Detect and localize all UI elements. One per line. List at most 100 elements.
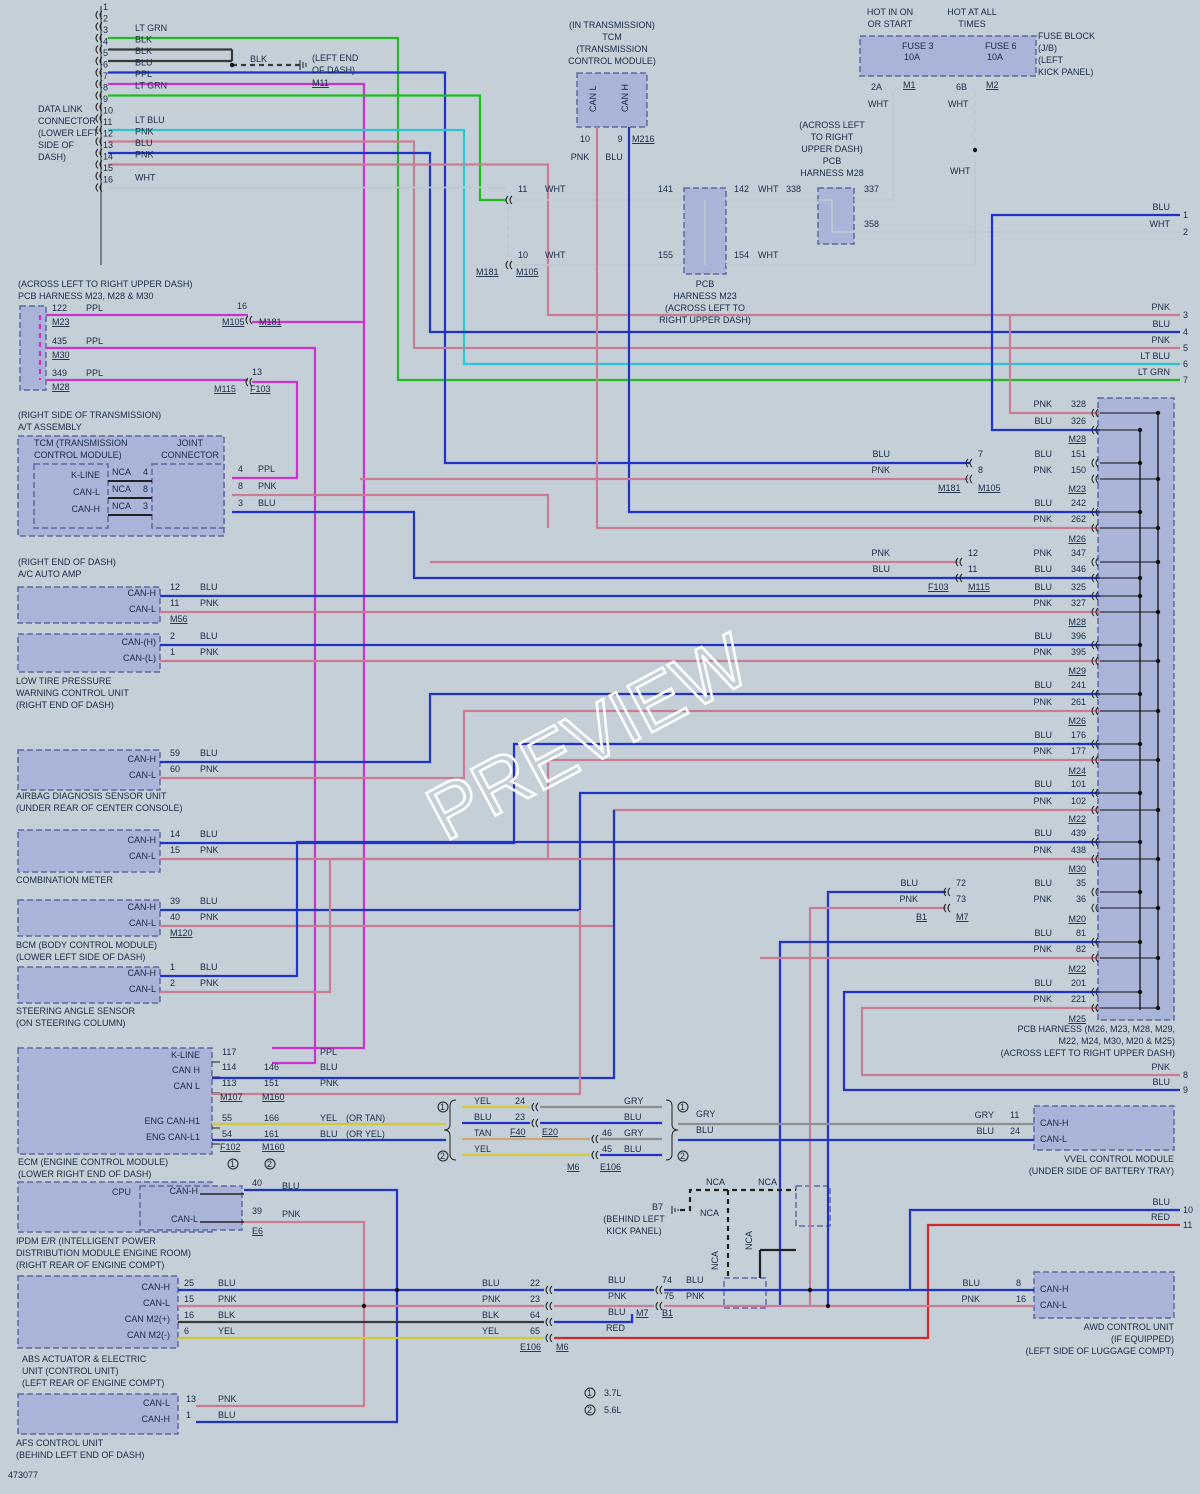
connector-symbol bbox=[545, 1317, 553, 1327]
ecm-signal: ENG CAN-L1 bbox=[146, 1132, 200, 1142]
fuse-hot-label: HOT AT ALL bbox=[947, 7, 997, 17]
dlc-pin-number: 13 bbox=[103, 140, 113, 150]
wire-color: PPL bbox=[258, 464, 275, 474]
wire-color: BLU bbox=[258, 498, 276, 508]
wire-color: PNK bbox=[258, 481, 277, 491]
module-title: BCM (BODY CONTROL MODULE) bbox=[16, 940, 157, 950]
tcm-at-title: A/T ASSEMBLY bbox=[18, 422, 82, 432]
pcb-pin-connector bbox=[1091, 987, 1099, 997]
pcb-wire-color: PNK bbox=[1033, 944, 1052, 954]
vvel-signal: CAN-H bbox=[1040, 1118, 1069, 1128]
dlc-pin-connector bbox=[95, 160, 103, 169]
nca-connector-box bbox=[723, 1277, 767, 1309]
wire-color: YEL bbox=[482, 1326, 499, 1336]
pin-number: 6B bbox=[956, 82, 967, 92]
ipdm-title: DISTRIBUTION MODULE ENGINE ROOM) bbox=[16, 1248, 191, 1258]
wire-color: BLU bbox=[605, 152, 623, 162]
pcb-pin: 261 bbox=[1071, 697, 1086, 707]
wire-color: PNK bbox=[320, 1078, 339, 1088]
wire-color: WHT bbox=[950, 166, 971, 176]
dlc-pin-connector bbox=[95, 114, 103, 123]
connector-ref: M28 bbox=[52, 382, 70, 392]
wire-color: PNK bbox=[200, 647, 219, 657]
pcb-wire-color: BLU bbox=[1034, 680, 1052, 690]
connector-ref: M6 bbox=[556, 1342, 569, 1352]
wire-color: PPL bbox=[86, 303, 103, 313]
variant-2-icon bbox=[677, 1150, 689, 1162]
pcb-wire-color: PNK bbox=[1033, 598, 1052, 608]
pcb-pin-connector bbox=[1091, 474, 1099, 484]
pin-number: 4 bbox=[143, 467, 148, 477]
connector-ref: F40 bbox=[510, 1127, 526, 1137]
module-title: (RIGHT END OF DASH) bbox=[18, 557, 116, 567]
wire-color: WHT bbox=[545, 250, 566, 260]
pcb-wire-color: BLU bbox=[1034, 928, 1052, 938]
wire-color: WHT bbox=[758, 184, 779, 194]
abs-box bbox=[17, 1275, 179, 1349]
pin-number: 337 bbox=[864, 184, 879, 194]
pin-number: 59 bbox=[170, 748, 180, 758]
pcb-pin: 242 bbox=[1071, 498, 1086, 508]
pcb-pin: 395 bbox=[1071, 647, 1086, 657]
dlc-pin-number: 1 bbox=[103, 2, 108, 12]
pcb-pin-connector bbox=[1091, 425, 1099, 435]
ground-location: (LEFT END bbox=[312, 53, 359, 63]
pin-number: 54 bbox=[222, 1129, 232, 1139]
dlc-pin-connector bbox=[95, 148, 103, 158]
ecm-signal: ENG CAN-H1 bbox=[144, 1116, 200, 1126]
splice-pin: 46 bbox=[602, 1128, 612, 1138]
pcb-pin: 176 bbox=[1071, 730, 1086, 740]
splice-dot bbox=[1155, 905, 1161, 911]
wire-color: PPL bbox=[86, 368, 103, 378]
wire-color: BLU bbox=[624, 1112, 642, 1122]
splice-dot bbox=[1155, 410, 1161, 416]
connector-ref: F102 bbox=[220, 1142, 241, 1152]
module-title: A/C AUTO AMP bbox=[18, 569, 81, 579]
wire-color: BLU bbox=[320, 1129, 338, 1139]
connector-ref: M120 bbox=[170, 928, 193, 938]
connector-ref: M181 bbox=[938, 483, 961, 493]
splice-dot bbox=[1155, 476, 1161, 482]
connector-symbol bbox=[955, 573, 963, 583]
bcm-can-h bbox=[160, 791, 1100, 912]
pcb-harness-title: (ACROSS LEFT TO RIGHT UPPER DASH) bbox=[1001, 1048, 1175, 1058]
splice-pin: 13 bbox=[252, 367, 262, 377]
dlc-pin-connector bbox=[95, 56, 103, 66]
dlc-pin11-wire bbox=[108, 128, 1180, 366]
wire-note: (OR YEL) bbox=[346, 1129, 385, 1139]
pcb-pin: 327 bbox=[1071, 598, 1086, 608]
dlc-pin-number: 9 bbox=[103, 94, 108, 104]
pcb-pin-connector bbox=[1091, 788, 1099, 798]
module-box-5 bbox=[17, 966, 161, 1004]
wire-color: BLU bbox=[218, 1278, 236, 1288]
pin-number: 11 bbox=[170, 598, 179, 608]
pin-number: 349 bbox=[52, 368, 67, 378]
pcb-wire-color: BLU bbox=[1034, 449, 1052, 459]
splice-dot bbox=[1137, 593, 1143, 599]
dlc-pin-number: 16 bbox=[103, 175, 113, 185]
dlc-pin-connector bbox=[95, 183, 103, 192]
connector-ref: M160 bbox=[262, 1092, 285, 1102]
dlc-pin-number: 10 bbox=[103, 106, 113, 116]
splice-dot bbox=[972, 147, 978, 153]
dlc-pin13-wire bbox=[108, 151, 1180, 334]
wire-color: WHT bbox=[545, 184, 566, 194]
dlc-pin-number: 6 bbox=[103, 60, 108, 70]
afs-signal: CAN-H bbox=[142, 1414, 171, 1424]
wire-color: GRY bbox=[975, 1110, 994, 1120]
wire-color: BLK bbox=[482, 1310, 499, 1320]
tcm-label: CONTROL MODULE) bbox=[34, 450, 122, 460]
abs-title: UNIT (CONTROL UNIT) bbox=[22, 1366, 119, 1376]
connector-symbol bbox=[591, 1150, 599, 1160]
wire-color: BLU bbox=[218, 1410, 236, 1420]
blu-35-feed bbox=[826, 890, 946, 1290]
fuse-hot-label: OR START bbox=[868, 19, 913, 29]
connector-ref: M107 bbox=[220, 1092, 243, 1102]
pin-number: 155 bbox=[658, 250, 673, 260]
tcm-at-can-h bbox=[232, 510, 1100, 580]
splice-dot bbox=[1155, 757, 1161, 763]
legend-text: 3.7L bbox=[604, 1388, 622, 1398]
pin-number: 15 bbox=[170, 845, 180, 855]
wire-color: PNK bbox=[961, 1294, 980, 1304]
